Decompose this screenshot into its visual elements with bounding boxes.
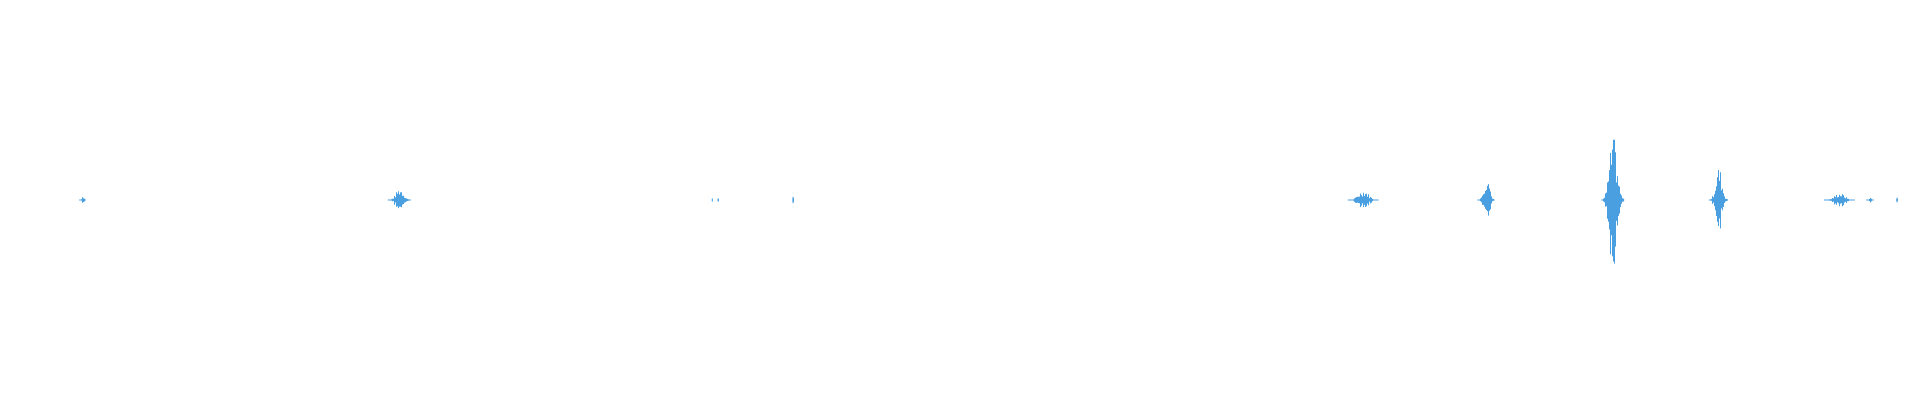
waveform-blip (792, 196, 794, 204)
waveform-segment (1477, 184, 1495, 216)
waveform-segment (717, 198, 719, 202)
waveform-segment (79, 197, 86, 203)
waveform-segment (1708, 170, 1728, 229)
waveform-segment (1896, 197, 1898, 203)
waveform-segment (792, 196, 794, 204)
waveform-segments (79, 139, 1898, 264)
waveform-segment (1866, 198, 1874, 203)
waveform-blip (711, 198, 713, 202)
waveform-segment (1601, 139, 1625, 264)
waveform-segment (711, 198, 713, 202)
waveform-segment (1347, 192, 1379, 208)
waveform-segment (387, 191, 411, 209)
waveform-segment (1824, 194, 1855, 207)
waveform-blip (1896, 197, 1898, 203)
waveform-blip (717, 198, 719, 202)
